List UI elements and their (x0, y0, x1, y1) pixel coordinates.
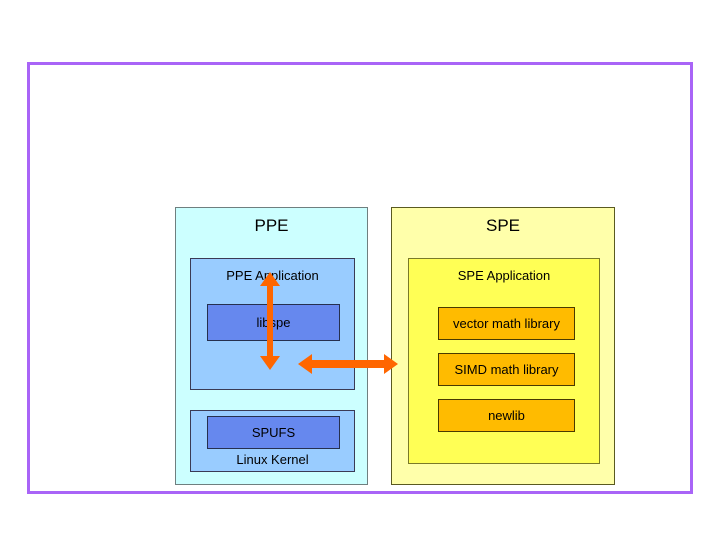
spe-application-label: SPE Application (457, 268, 551, 283)
ppe-container: PPE PPE Application libspe SPUFS Linux K… (175, 207, 368, 485)
libspe-label: libspe (256, 315, 291, 330)
linux-kernel-box: SPUFS Linux Kernel (190, 410, 355, 472)
library-box-newlib: newlib (438, 399, 575, 432)
libspe-spufs-arrow-icon (260, 272, 280, 370)
linux-kernel-label: Linux Kernel (236, 452, 309, 467)
diagram-frame: PPE PPE Application libspe SPUFS Linux K… (27, 62, 693, 494)
spe-container: SPE SPE Application vector math library … (391, 207, 615, 485)
spufs-label: SPUFS (251, 425, 296, 440)
spe-application-box: SPE Application vector math library SIMD… (408, 258, 600, 464)
spufs-box: SPUFS (207, 416, 340, 449)
spe-title: SPE (485, 216, 521, 235)
library-box-vector-math: vector math library (438, 307, 575, 340)
spufs-spe-arrow-icon (298, 354, 398, 374)
ppe-title: PPE (254, 216, 289, 235)
library-box-simd-math: SIMD math library (438, 353, 575, 386)
libspe-box: libspe (207, 304, 340, 341)
